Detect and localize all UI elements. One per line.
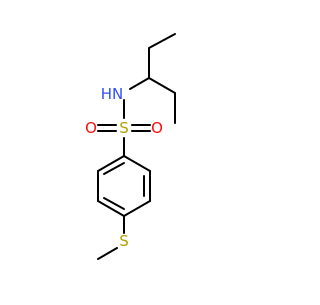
bond-ch-n <box>129 77 150 90</box>
sulfonyl-oxygen-right-label: O <box>151 119 163 137</box>
bond-s-methyl <box>97 247 118 260</box>
sulfonyl-oxygen-left-label: O <box>85 119 97 137</box>
bonds <box>97 33 176 260</box>
bond-ch-ch2-right <box>148 77 176 94</box>
ring-bond-6 <box>97 155 125 172</box>
bond-ch3-ch2-upper <box>148 33 176 49</box>
molecule-diagram: HN S O O S <box>85 33 176 260</box>
ring-double-2 <box>103 197 125 210</box>
structure-canvas: HN S O O S <box>85 33 176 260</box>
ring-bond-1 <box>123 155 151 172</box>
sulfonyl-sulfur-label: S <box>119 119 129 137</box>
nitrogen-atom-label: HN <box>101 85 124 103</box>
ring-bond-3 <box>123 200 151 217</box>
ring-double-3 <box>103 162 125 175</box>
thioether-sulfur-label: S <box>119 232 129 250</box>
nitrogen-hydrogen: H <box>101 85 112 103</box>
ring-bond-4 <box>97 200 125 217</box>
nitrogen-symbol: N <box>112 85 123 103</box>
